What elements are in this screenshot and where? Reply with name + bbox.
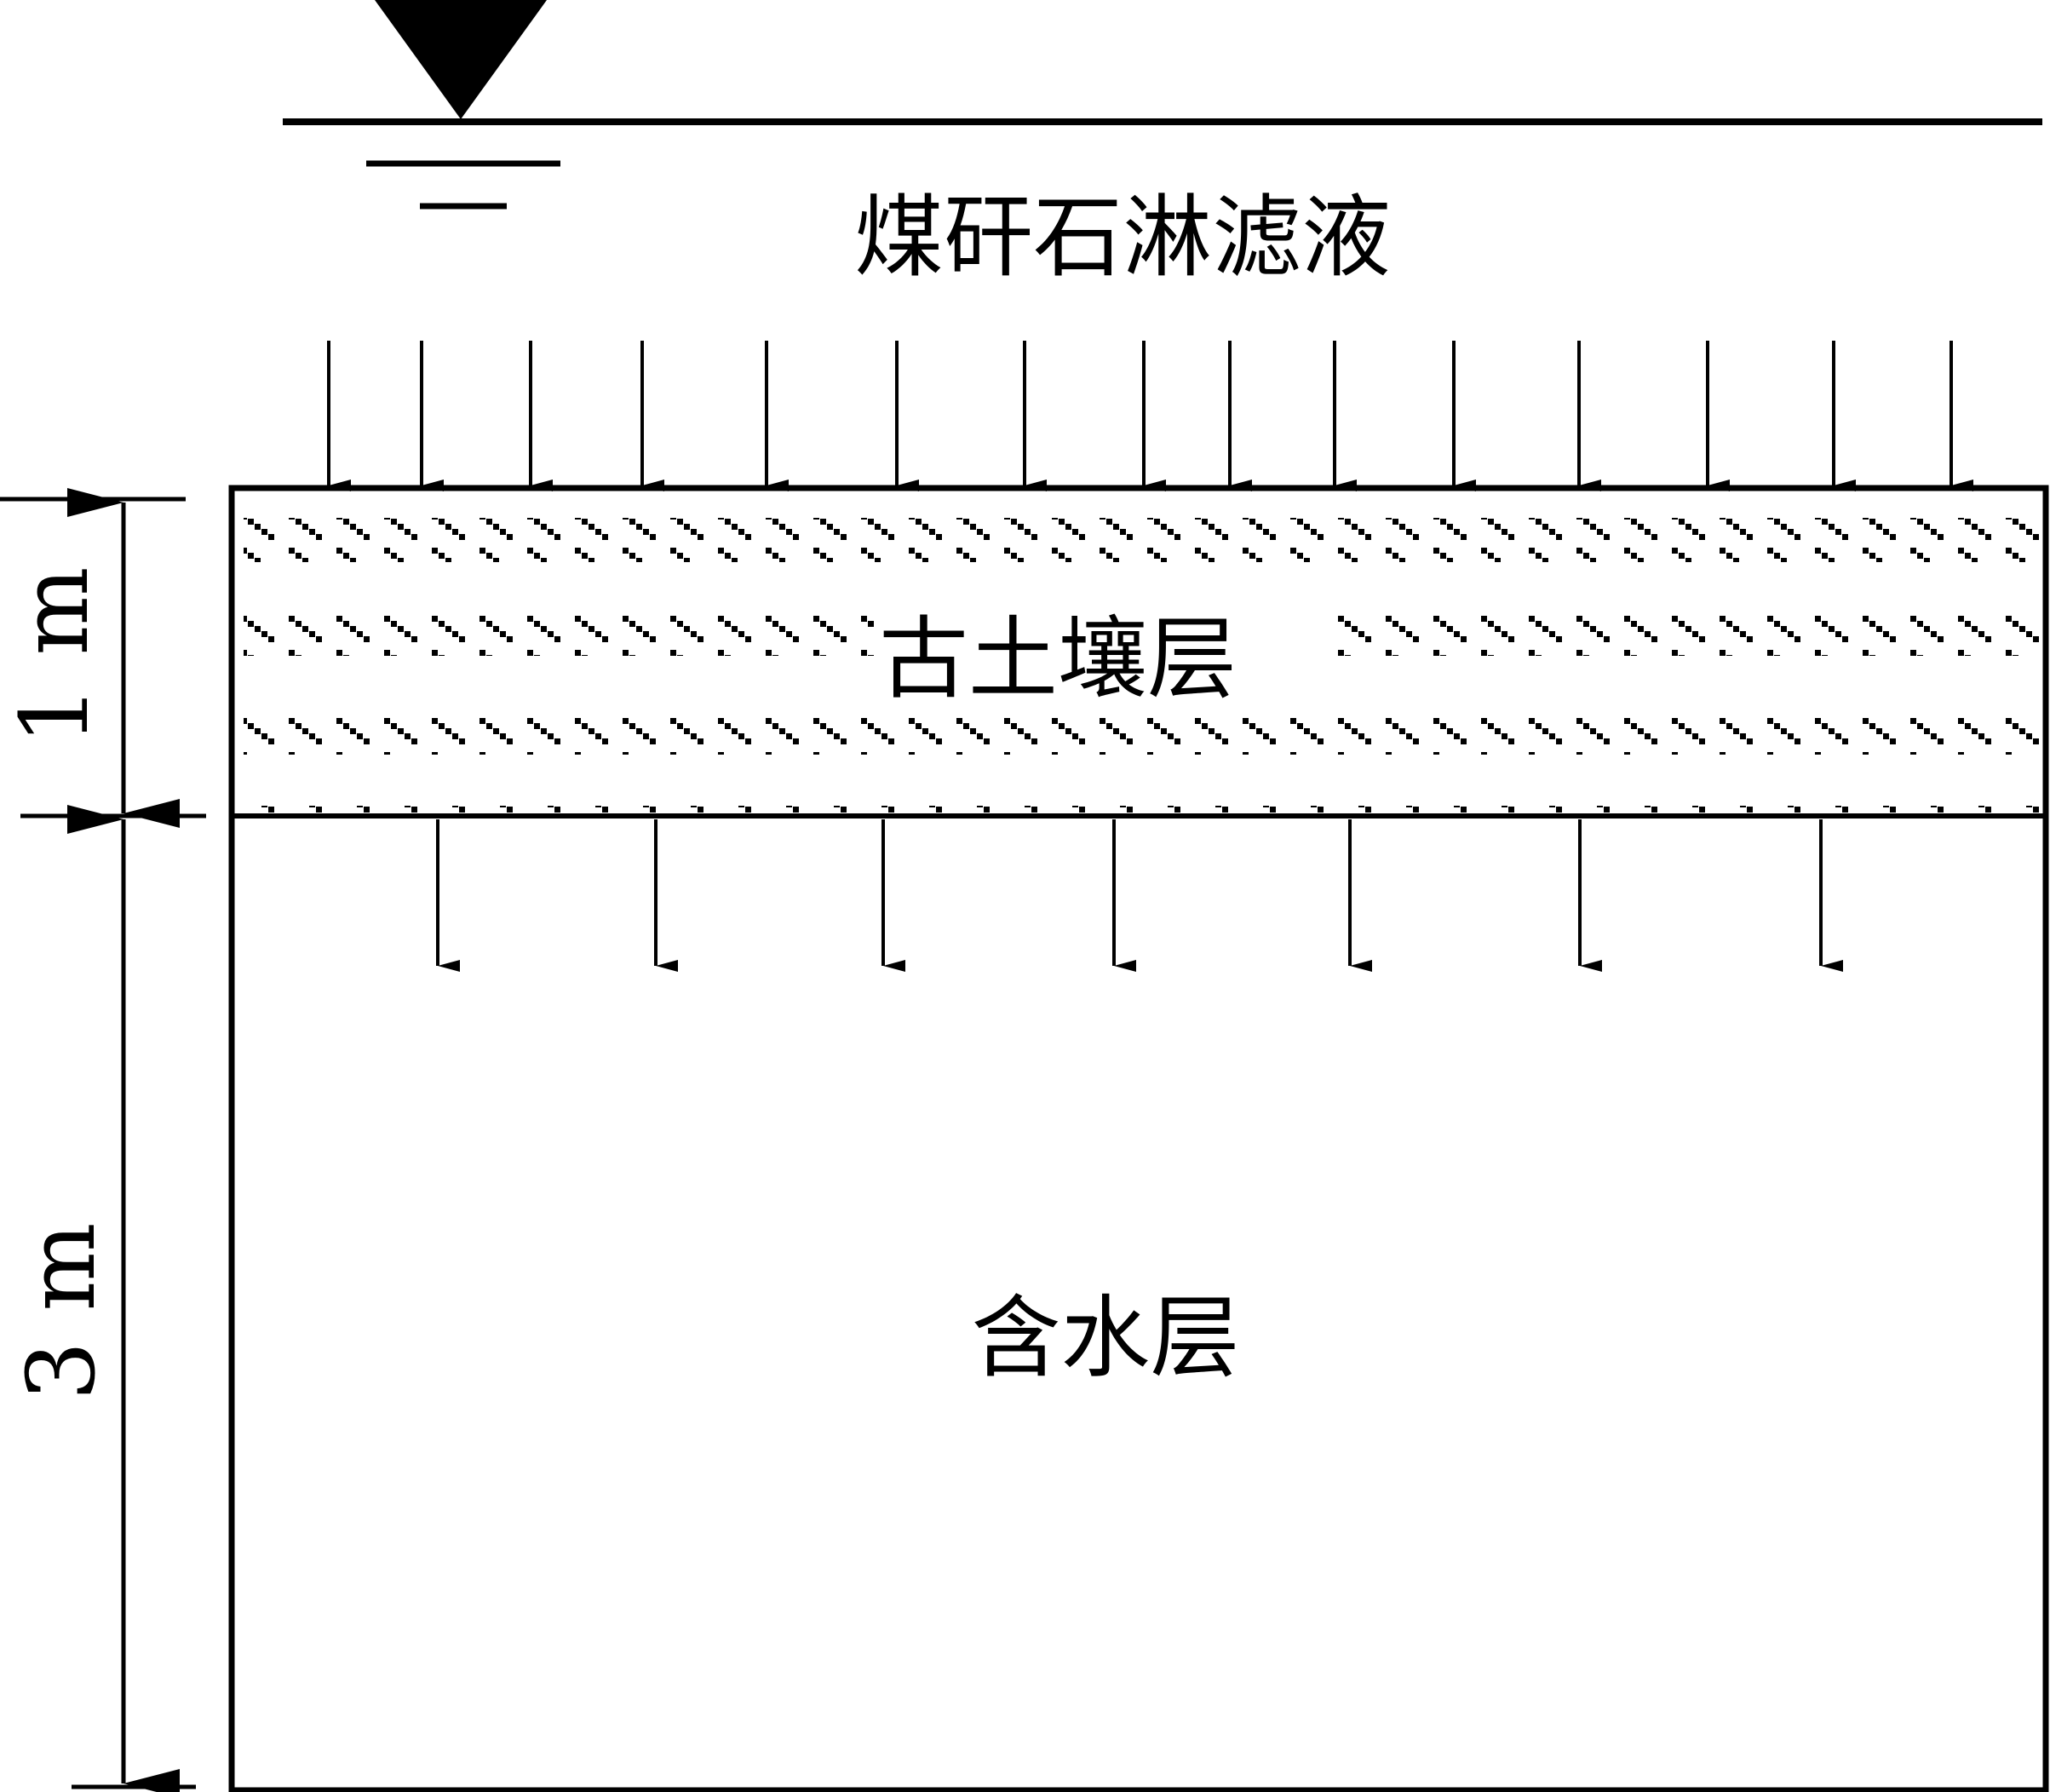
paleosol-hatch-row-2-right	[1334, 612, 2041, 656]
paleosol-hatch-row-3	[244, 710, 2041, 755]
paleosol-hatch-row-2-left	[244, 612, 874, 656]
aquifer-label: 含水层	[971, 1286, 1239, 1390]
bottom-thickness-label: 3 m	[7, 1222, 116, 1400]
water-level-triangle	[375, 0, 547, 119]
infiltration-arrows	[327, 341, 1973, 491]
paleosol-layer-label: 古土壤层	[879, 607, 1237, 711]
paleosol-hatch-row-1	[244, 518, 2041, 562]
top-thickness-label: 1 m	[0, 566, 109, 744]
percolation-arrows	[436, 819, 1843, 972]
water-level-symbol	[283, 0, 2042, 210]
paleosol-hatch-row-4	[244, 806, 2041, 813]
paleosol-layer	[244, 518, 2041, 813]
soil-column-outline	[228, 485, 2049, 1792]
leachate-label: 煤矸石淋滤液	[854, 186, 1391, 290]
thickness-dimensions: 1 m 3 m	[0, 488, 206, 1792]
